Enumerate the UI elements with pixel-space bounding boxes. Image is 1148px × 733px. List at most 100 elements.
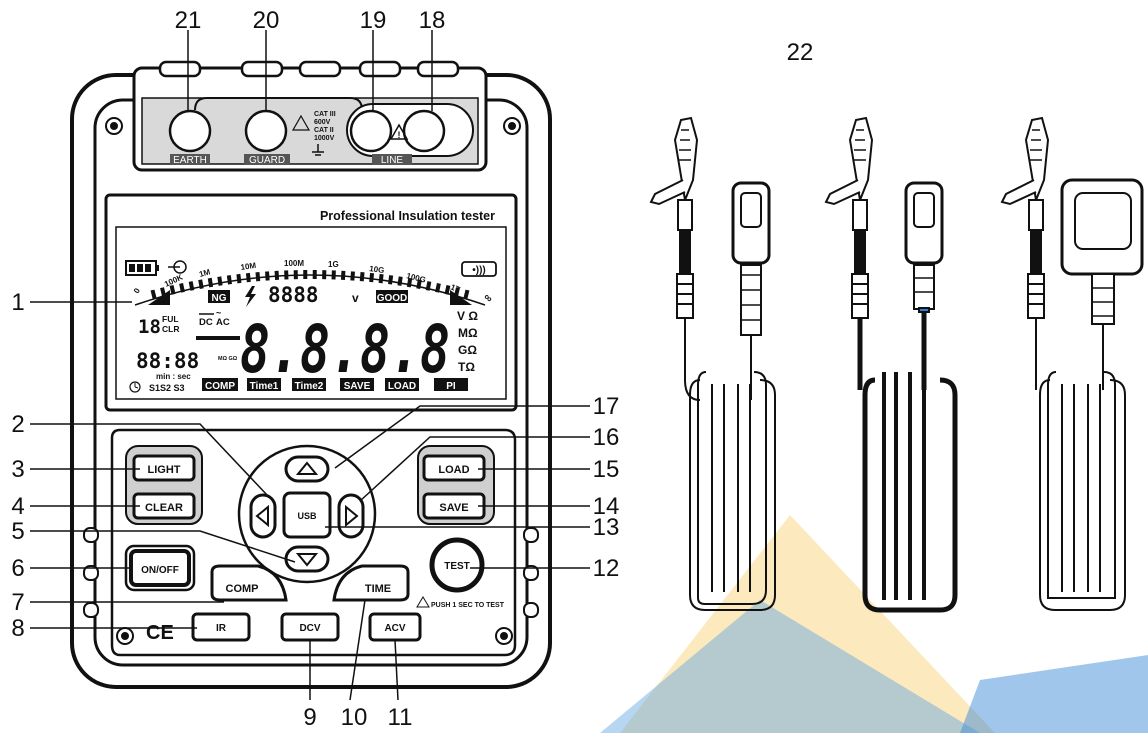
acv-button-label: ACV <box>384 623 405 634</box>
right-pointer <box>450 290 472 305</box>
callout-12: 12 <box>593 555 620 582</box>
callout-13: 13 <box>593 514 620 541</box>
bargraph-segment <box>293 270 298 280</box>
callout-6: 6 <box>11 555 24 582</box>
leader-lines <box>30 30 590 701</box>
bargraph-segment <box>378 273 384 284</box>
mode-flag-comp: COMP <box>205 381 235 392</box>
ac-indicator: AC <box>216 317 230 328</box>
bargraph-segments <box>150 270 470 300</box>
right-arrow-icon <box>345 504 359 528</box>
dcv-button-label: DCV <box>299 623 320 634</box>
clear-button[interactable]: CLEAR <box>132 492 196 520</box>
bargraph-segment <box>274 270 280 280</box>
bargraph-segment <box>312 270 317 280</box>
acv-button[interactable]: ACV <box>368 612 422 642</box>
scale-label-6: 10G <box>369 264 385 275</box>
high-voltage-icon <box>245 286 256 307</box>
unit-gohm: GΩ <box>458 343 477 357</box>
usb-button-label: USB <box>297 511 317 521</box>
left-arrow-icon <box>255 504 269 528</box>
plug-icon <box>168 260 187 274</box>
bargraph-segment <box>463 289 470 300</box>
bargraph-segment <box>322 270 327 280</box>
comp-button-label: COMP <box>226 583 259 595</box>
scale-label-0: 0 <box>132 286 142 295</box>
callout-10: 10 <box>341 704 368 731</box>
test-button[interactable]: TEST <box>429 537 485 593</box>
warning-icon-small <box>416 596 430 608</box>
light-button[interactable]: LIGHT <box>132 454 196 482</box>
bargraph-segment <box>331 270 336 280</box>
push-note: PUSH 1 SEC TO TEST <box>416 596 505 609</box>
clr-indicator: CLR <box>162 324 179 334</box>
bargraph-segment <box>350 271 355 281</box>
usb-button[interactable]: USB <box>282 491 332 539</box>
good-indicator: GOOD <box>377 293 408 304</box>
callout-2: 2 <box>11 411 24 438</box>
scale-label-4: 100M <box>284 259 304 268</box>
bargraph-segment <box>284 270 289 280</box>
scale-label-5: 1G <box>328 260 339 269</box>
mode-flag-time2: Time2 <box>295 381 324 392</box>
guard-jack <box>244 109 288 153</box>
callout-20: 20 <box>253 7 280 34</box>
svg-text:!: ! <box>398 130 401 140</box>
left-pointer <box>148 290 170 305</box>
callout-14: 14 <box>593 493 620 520</box>
small-digits: 8888 <box>268 283 319 307</box>
ful-indicator: FUL <box>162 314 179 324</box>
onoff-button[interactable]: ON/OFF <box>124 544 196 592</box>
mode-flag-load: LOAD <box>388 381 416 392</box>
bargraph-segment <box>303 270 308 280</box>
save-button[interactable]: SAVE <box>422 492 486 520</box>
main-digits: 8.8.8.8 <box>240 311 450 388</box>
callout-22: 22 <box>787 39 814 66</box>
callout-19: 19 <box>360 7 387 34</box>
callout-18: 18 <box>419 7 446 34</box>
cat-line-0: CAT III <box>314 111 336 118</box>
minus-sign <box>196 336 240 340</box>
time-button[interactable]: TIME <box>332 564 410 602</box>
down-button[interactable] <box>284 545 330 573</box>
bargraph-segment <box>217 276 223 286</box>
lead-3 <box>1001 117 1144 611</box>
mode-flag-save: SAVE <box>344 381 371 392</box>
cat-line-3: 1000V <box>314 135 335 142</box>
load-button[interactable]: LOAD <box>422 454 486 482</box>
watermark <box>600 515 1148 733</box>
warning-icon <box>291 114 311 131</box>
lead-2 <box>825 117 958 613</box>
mode-flag-pi: PI <box>446 381 456 392</box>
ir-button-label: IR <box>216 623 227 634</box>
buzzer-icon: •))) <box>461 261 497 277</box>
cat-line-2: CAT II <box>314 127 334 134</box>
bargraph-segment <box>179 283 185 293</box>
comp-button[interactable]: COMP <box>210 564 288 602</box>
line-jack-2 <box>402 109 446 153</box>
keypad: LIGHT CLEAR LOAD SAVE <box>110 428 517 657</box>
callout-5: 5 <box>11 518 24 545</box>
dcv-button[interactable]: DCV <box>280 612 340 642</box>
svg-text:~: ~ <box>216 308 221 318</box>
cat-line-1: 600V <box>314 119 331 126</box>
corner-screws <box>105 117 521 645</box>
earth-label: EARTH <box>173 155 207 166</box>
bargraph-segment <box>397 276 403 286</box>
memory-digits: 18 <box>138 316 161 338</box>
bargraph-segment <box>255 272 261 282</box>
svg-text:•))): •))) <box>472 265 486 276</box>
ir-button[interactable]: IR <box>191 612 251 642</box>
up-button[interactable] <box>284 455 330 483</box>
callout-numbers: 21 20 19 18 22 1 2 3 4 5 6 7 8 9 10 11 1… <box>11 7 813 731</box>
display-title: Professional Insulation tester <box>320 209 495 223</box>
left-button[interactable] <box>249 493 277 539</box>
nav-pad: USB <box>237 444 377 584</box>
light-button-label: LIGHT <box>148 464 181 476</box>
test-button-label: TEST <box>444 561 470 572</box>
right-button[interactable] <box>337 493 365 539</box>
bargraph-segment <box>425 281 432 291</box>
bargraph-segment <box>150 289 157 300</box>
bargraph-segment <box>416 279 422 289</box>
